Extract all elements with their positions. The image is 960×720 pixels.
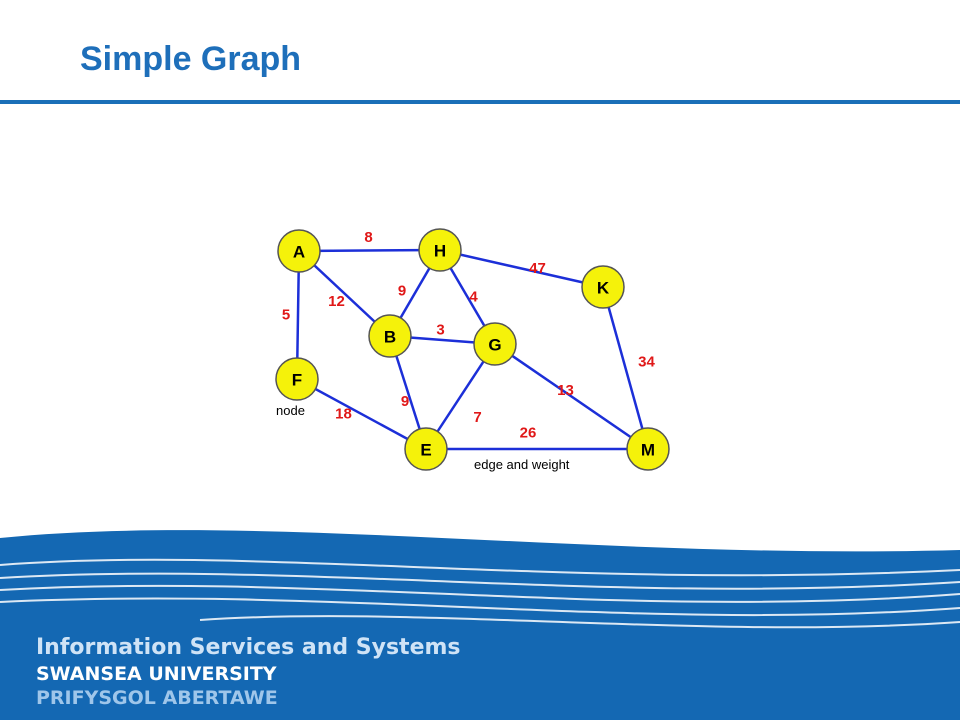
slide-title: Simple Graph <box>80 40 302 78</box>
footer-wave-line <box>0 558 960 577</box>
node-circle <box>277 229 321 273</box>
node-label: B <box>384 328 396 347</box>
edge-weight-h-g: 4 <box>469 289 478 306</box>
graph-canvas: 8 47 5 12 9 4 3 34 9 13 18 7 26 A H K B G F E M node edge a… <box>275 228 670 472</box>
node-g: G <box>473 322 517 366</box>
edge-weight-b-g: 3 <box>436 322 444 339</box>
node-label: K <box>597 279 610 298</box>
edge-annotation: edge and weight <box>474 457 570 472</box>
edge-weight-g-m: 13 <box>557 382 574 399</box>
edge-h-k <box>439 248 604 289</box>
edge-weight-a-h: 8 <box>364 229 372 246</box>
edge-k-m <box>601 286 650 450</box>
edge-a-h <box>298 248 441 253</box>
title-divider <box>0 100 960 104</box>
footer-wave-line <box>199 615 960 629</box>
edge-weight-k-m: 34 <box>638 354 655 371</box>
node-circle <box>404 427 448 471</box>
edge-weight-h-b: 9 <box>398 283 406 300</box>
edge-g-m <box>494 342 649 451</box>
node-label: M <box>641 441 655 460</box>
node-circle <box>473 322 517 366</box>
node-label: G <box>488 336 501 355</box>
node-label: F <box>292 371 302 390</box>
footer-waves <box>0 530 960 720</box>
footer-university-welsh: PRIFYSGOL ABERTAWE <box>36 687 278 709</box>
node-label: E <box>420 441 431 460</box>
node-label: A <box>293 243 305 262</box>
edge-weight-f-e: 18 <box>335 406 352 423</box>
footer-wave-line <box>0 597 960 617</box>
node-f: F <box>275 357 319 401</box>
node-b: B <box>368 314 412 358</box>
node-layer: A H K B G F E M <box>275 228 670 471</box>
edge-weight-a-b: 12 <box>328 293 345 310</box>
node-a: A <box>277 229 321 273</box>
footer-wave-line <box>0 572 960 590</box>
node-circle <box>275 357 319 401</box>
node-label: H <box>434 242 446 261</box>
edge-weight-b-e: 9 <box>401 393 409 410</box>
weight-label-layer: 8 47 5 12 9 4 3 34 9 13 18 7 26 <box>282 229 656 442</box>
node-k: K <box>581 265 625 309</box>
node-circle <box>418 228 462 272</box>
footer-university: SWANSEA UNIVERSITY <box>36 663 277 685</box>
edge-weight-a-f: 5 <box>282 307 290 324</box>
edge-f-e <box>296 377 427 451</box>
edge-weight-g-e: 7 <box>473 409 481 426</box>
node-h: H <box>418 228 462 272</box>
node-circle <box>368 314 412 358</box>
node-circle <box>581 265 625 309</box>
graph-diagram: 8 47 5 12 9 4 3 34 9 13 18 7 26 A H K B G F E M node edge a… <box>262 215 702 480</box>
node-circle <box>626 427 670 471</box>
footer-band <box>0 520 960 720</box>
edge-weight-h-k: 47 <box>529 260 546 277</box>
node-annotation: node <box>276 403 305 418</box>
node-m: M <box>626 427 670 471</box>
edge-weight-e-m: 26 <box>520 425 537 442</box>
footer-wave-line <box>0 584 960 603</box>
node-e: E <box>404 427 448 471</box>
footer-department: Information Services and Systems <box>36 635 461 660</box>
footer-band-fill <box>0 530 960 720</box>
